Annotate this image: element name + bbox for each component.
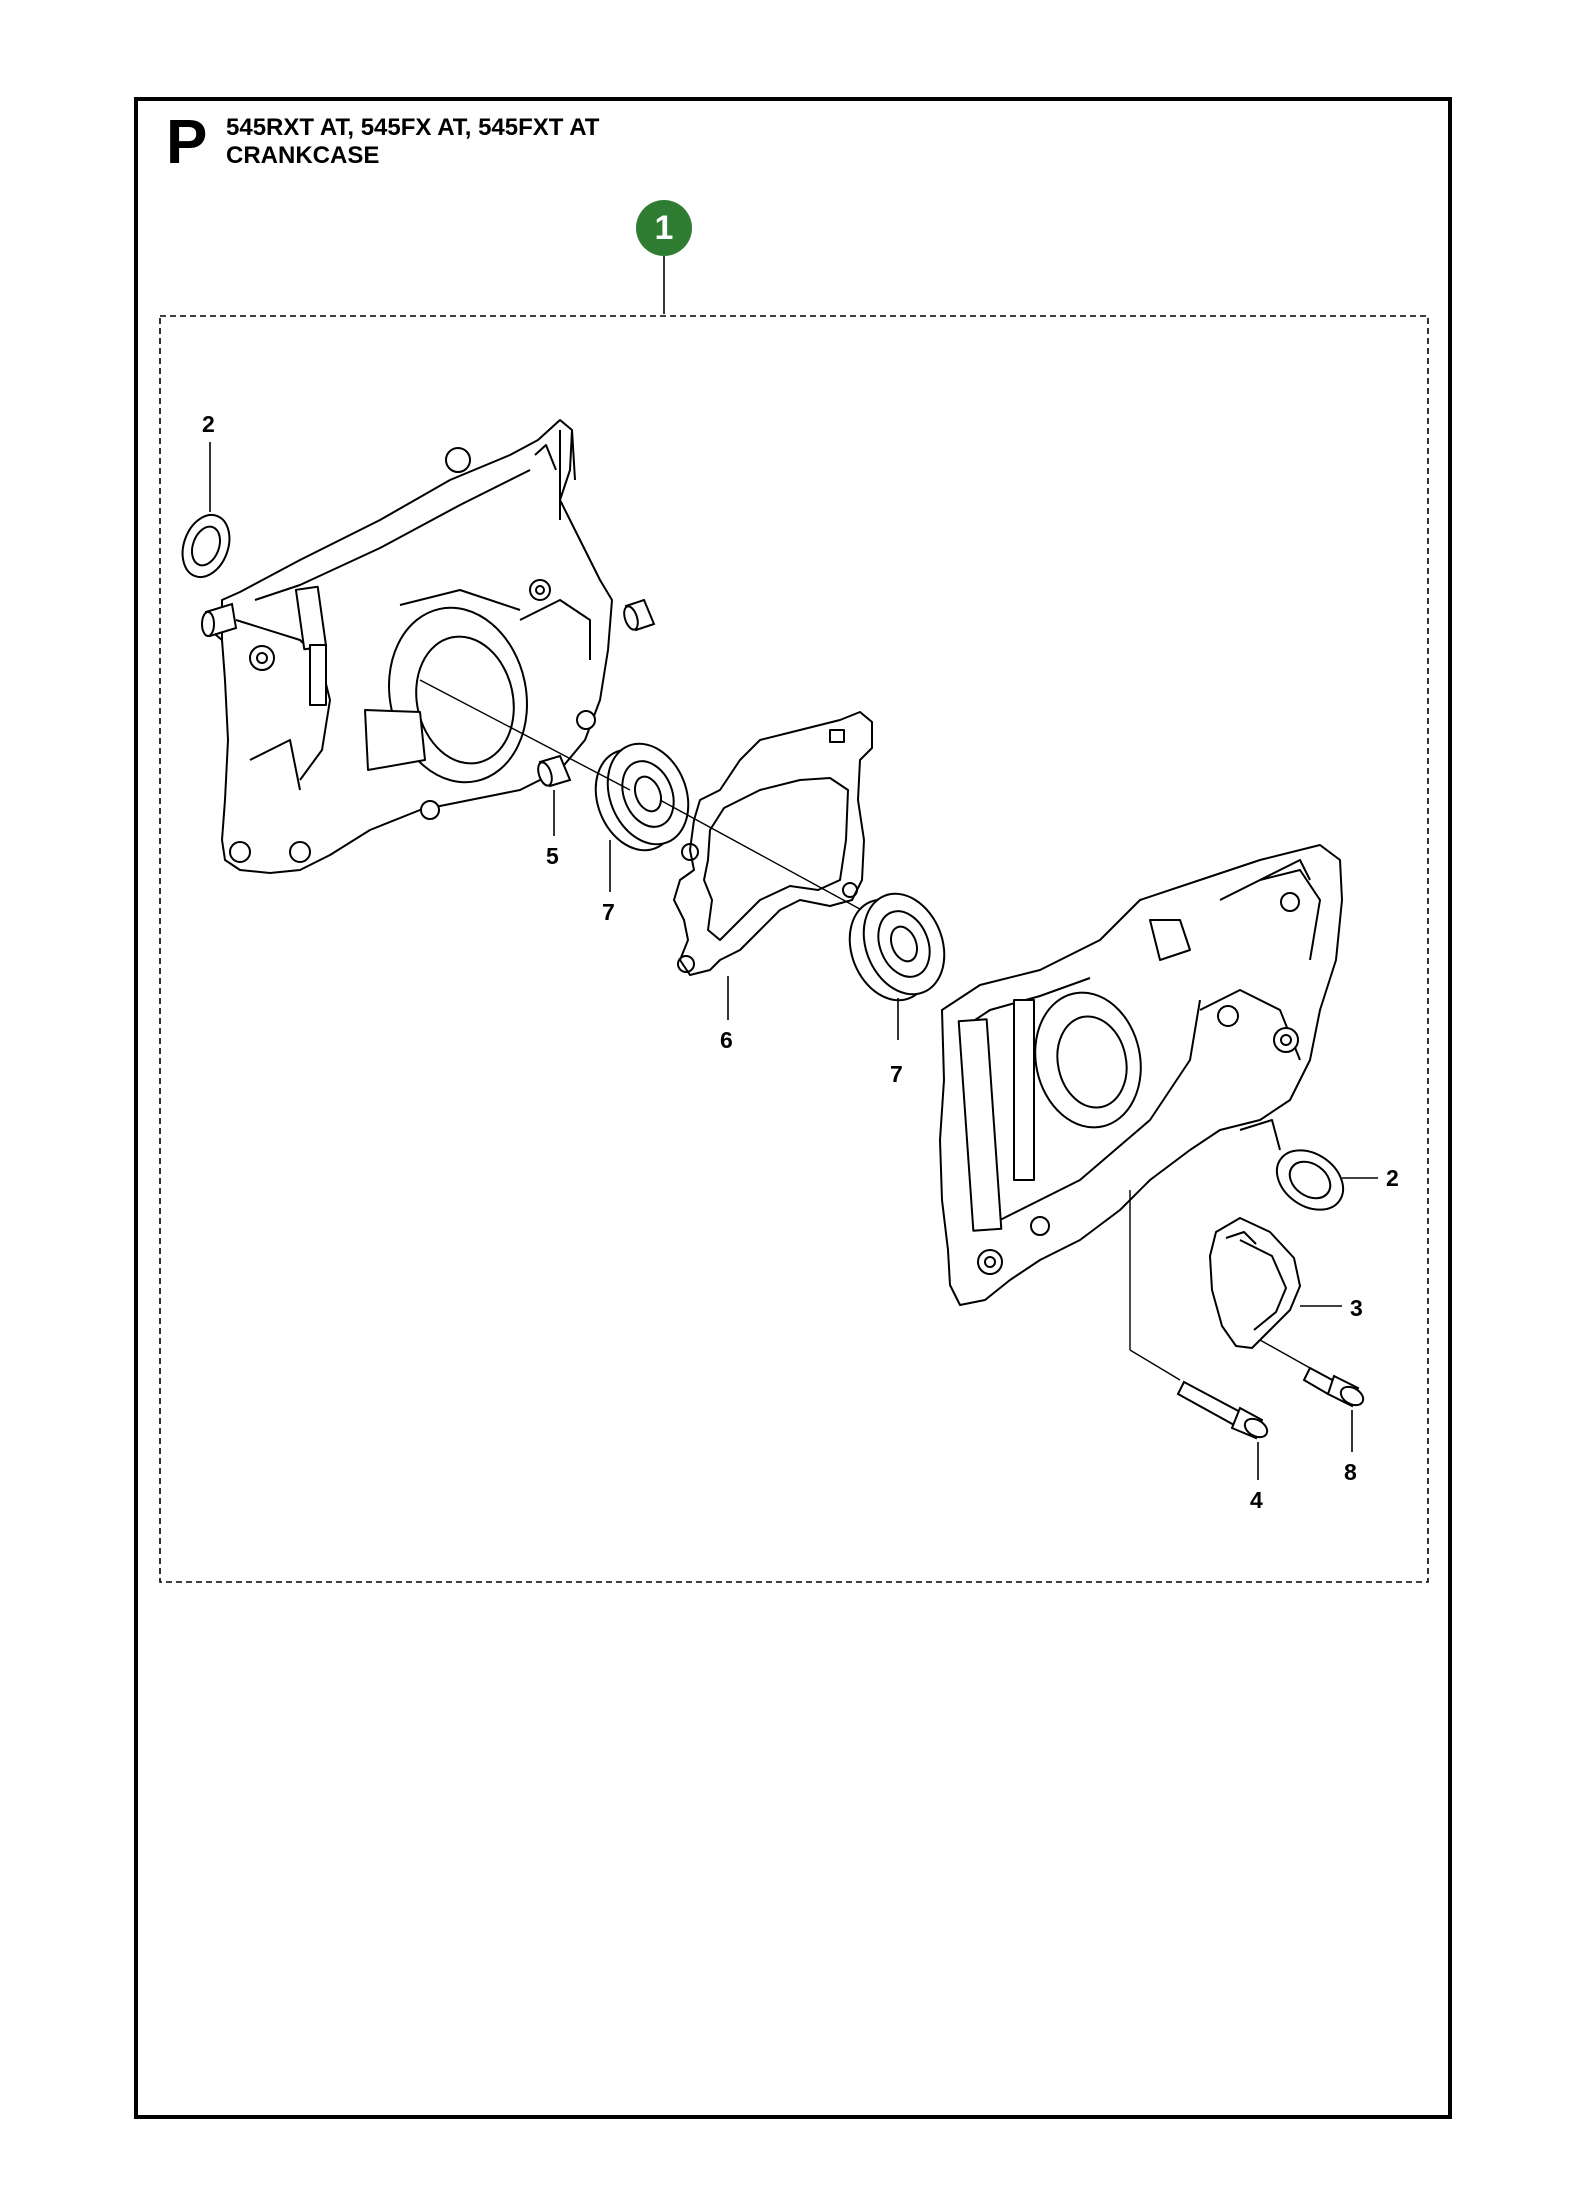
seal-right — [1275, 1149, 1345, 1211]
section-title: CRANKCASE — [226, 142, 380, 169]
callout-cover: 3 — [1350, 1295, 1363, 1321]
kit-badge: 1 — [636, 200, 692, 256]
callout-bearing-right: 7 — [890, 1061, 903, 1087]
screw-long-axis-branch — [1129, 1349, 1181, 1381]
screw-short-axis — [1259, 1339, 1311, 1369]
left-crank-stub — [201, 602, 238, 638]
screw-short — [1302, 1366, 1365, 1408]
assembly-axis-left — [419, 679, 631, 791]
section-letter: P — [166, 108, 208, 177]
gasket — [673, 711, 873, 976]
callout-pin: 5 — [546, 843, 559, 869]
callout-bearing-left: 7 — [602, 899, 615, 925]
right-crankcase-half — [939, 844, 1343, 1306]
callout-gasket: 6 — [720, 1027, 733, 1053]
page-frame — [134, 97, 1452, 2119]
model-list: 545RXT AT, 545FX AT, 545FXT AT — [226, 114, 600, 141]
bearing-left — [594, 742, 690, 852]
pin-upper — [623, 598, 656, 632]
kit-boundary — [159, 315, 1429, 1583]
cover — [1209, 1217, 1301, 1349]
callout-screw-long: 4 — [1250, 1487, 1263, 1513]
callout-screw-short: 8 — [1344, 1459, 1357, 1485]
callout-seal-right: 2 — [1386, 1165, 1399, 1191]
assembly-axis-right — [659, 799, 881, 921]
left-crankcase-half — [207, 419, 613, 874]
screw-long — [1176, 1380, 1269, 1440]
seal-left — [181, 514, 231, 578]
pin-lower — [537, 754, 572, 788]
bearing-right — [848, 892, 946, 1002]
callout-seal-left: 2 — [202, 411, 215, 437]
